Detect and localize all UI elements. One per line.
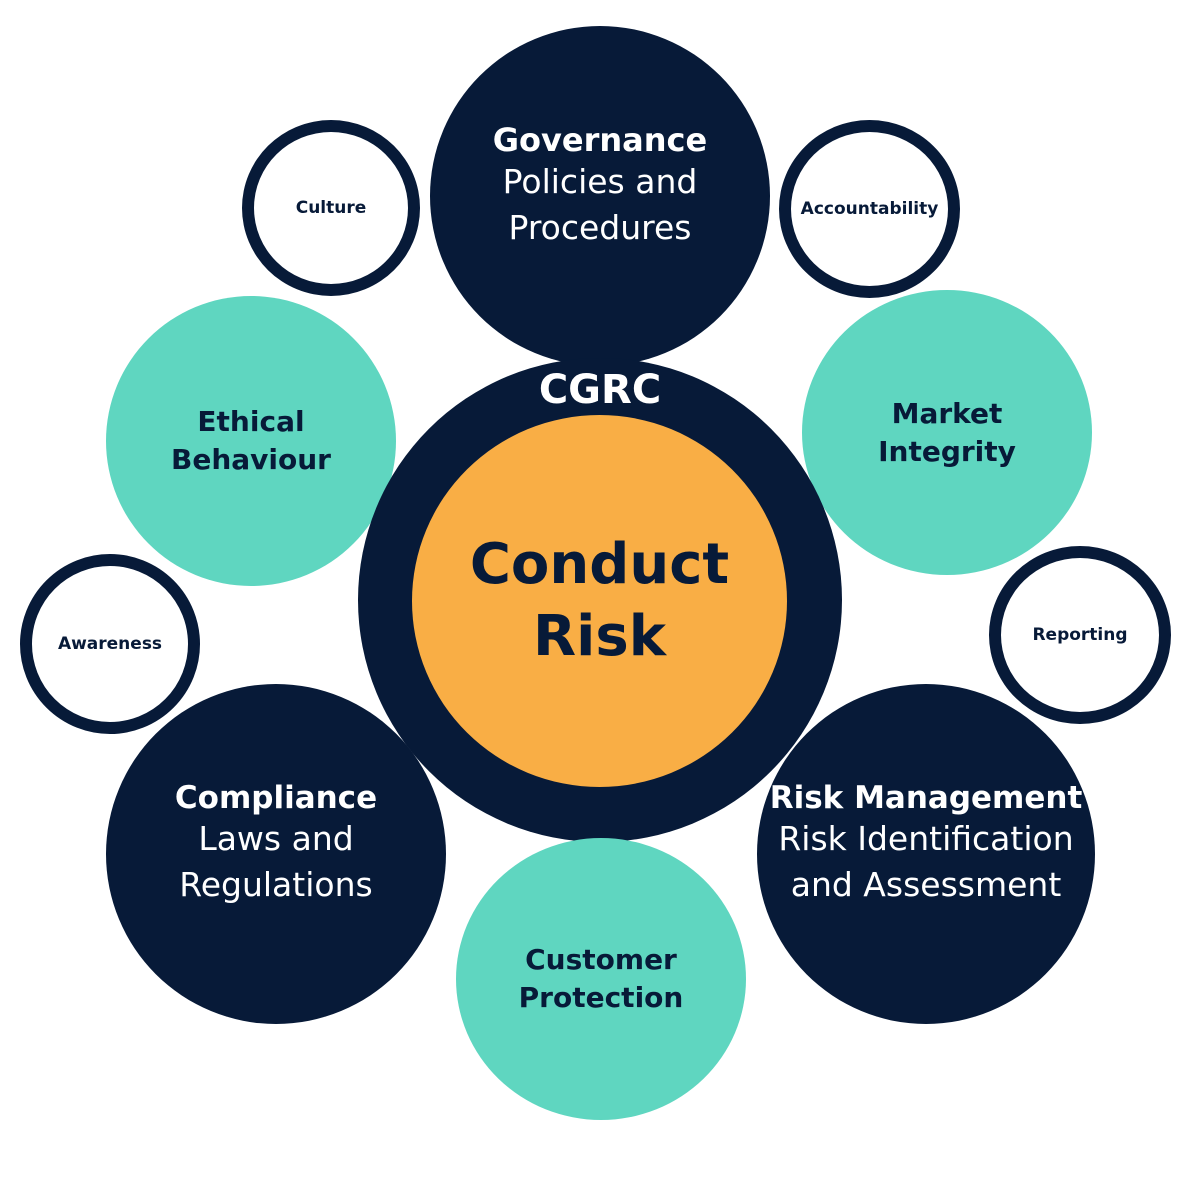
compliance-node: Compliance Laws and Regulations: [106, 684, 446, 1024]
governance-subtitle: Policies and Procedures: [502, 162, 698, 247]
compliance-subtitle-line2: Regulations: [179, 865, 373, 904]
market-integrity-line2: Integrity: [878, 434, 1016, 468]
risk-management-subtitle-line2: and Assessment: [790, 865, 1062, 904]
ethical-behaviour-line2: Behaviour: [171, 443, 331, 476]
compliance-title: Compliance: [174, 780, 378, 816]
awareness-node: Awareness: [20, 554, 200, 734]
risk-management-node: Risk Management Risk Identification and …: [757, 684, 1095, 1024]
culture-label: Culture: [295, 198, 367, 218]
risk-management-title: Risk Management: [769, 780, 1083, 816]
governance-title: Governance: [492, 121, 708, 159]
customer-protection-node: Customer Protection: [456, 838, 746, 1120]
ethical-behaviour-node: Ethical Behaviour: [106, 296, 396, 586]
market-integrity-line1: Market: [891, 396, 1003, 430]
conduct-risk-line1: Conduct: [469, 532, 730, 597]
governance-node: Governance Policies and Procedures: [430, 26, 770, 366]
customer-protection-line2: Protection: [518, 981, 684, 1014]
market-integrity-node: Market Integrity: [802, 290, 1092, 575]
culture-node: Culture: [242, 120, 420, 296]
accountability-node: Accountability: [779, 120, 960, 298]
awareness-label: Awareness: [57, 634, 163, 654]
accountability-label: Accountability: [800, 199, 939, 219]
risk-management-subtitle-line1: Risk Identification: [778, 819, 1074, 858]
ethical-behaviour-line1: Ethical: [197, 405, 305, 438]
cgrc-label: CGRC: [538, 367, 662, 413]
compliance-subtitle-line1: Laws and: [198, 819, 354, 858]
customer-protection-line1: Customer: [525, 943, 677, 976]
reporting-label: Reporting: [1032, 625, 1128, 645]
conduct-risk-line2: Risk: [533, 604, 666, 669]
conduct-risk-core: Conduct Risk: [412, 415, 787, 787]
reporting-node: Reporting: [989, 546, 1171, 724]
